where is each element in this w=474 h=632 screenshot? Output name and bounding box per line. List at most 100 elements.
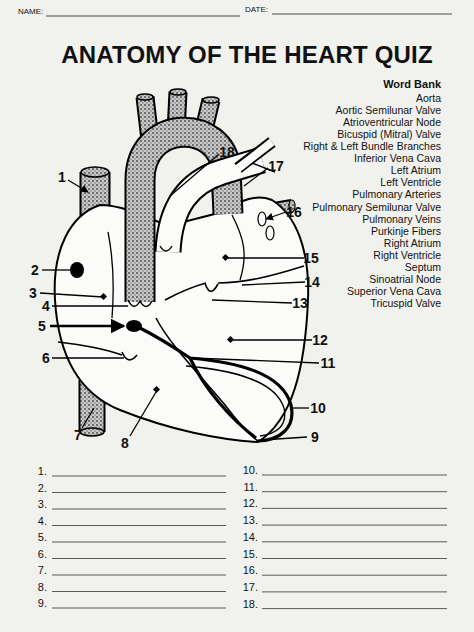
leader-marker [227,336,234,343]
answer-number: 10. [243,465,258,476]
chamber-wall [108,232,113,318]
sa-node [70,262,84,278]
vessel-opening [137,94,153,100]
word-bank-term: Pulmonary Semilunar Valve [312,201,441,212]
vessel-opening [203,97,219,103]
answer-number: 3. [38,499,47,510]
vein-opening [258,212,266,226]
leader-line [52,357,124,358]
leader-line [212,300,292,303]
leader-marker [222,254,229,261]
bundle-branch [190,358,256,438]
callout-number: 7 [74,428,82,442]
leader-lines [40,154,319,440]
answer-number: 16. [243,565,258,576]
answer-number: 1. [38,466,47,477]
callout-number: 11 [321,356,336,370]
word-bank-term: Aorta [416,93,441,104]
callout-number: 10 [310,401,326,415]
leader-line [68,180,88,192]
septum-wall [156,318,258,441]
vein-opening [266,226,274,240]
pulmonary-trunk [168,160,262,252]
pulmonary-valve [160,246,172,251]
callout-number: 8 [121,436,129,450]
word-bank-term: Pulmonary Arteries [352,189,441,200]
header-field: DATE: [245,6,268,14]
leader-line [192,358,319,363]
answer-number: 8. [38,581,47,592]
pulmonary-trunk [168,160,262,252]
leader-marker [100,293,107,300]
answer-number: 13. [243,515,258,526]
leader-line [50,325,124,328]
word-bank-term: Bicuspid (Mitral) Valve [337,129,441,140]
chamber-wall [218,266,304,283]
leader-line [244,168,268,186]
answer-number: 14. [243,531,258,542]
aortic-valve [128,300,152,307]
pulmonary-artery [236,142,272,170]
leader-line [42,269,70,270]
tricuspid-valve [122,352,137,360]
word-bank-term: Purkinje Fibers [371,225,441,236]
word-bank-term: Left Atrium [391,165,441,176]
word-bank-term: Aortic Semilunar Valve [336,105,441,116]
leader-line [170,154,219,196]
leader-line [52,305,128,306]
answer-number: 5. [38,532,47,543]
chamber-wall [58,342,122,355]
bundle-branch [140,328,292,441]
answer-number: 9. [38,598,47,609]
word-bank-term: Septum [405,262,441,273]
word-bank-term: Pulmonary Veins [362,213,441,224]
answer-number: 2. [38,482,47,493]
vessel-opening [170,89,186,95]
answer-number: 17. [243,581,258,592]
mitral-valve [205,283,218,291]
leader-line [82,408,94,428]
leader-line [292,407,309,408]
callout-number: 14 [304,275,320,289]
callout-number: 6 [42,351,50,365]
answer-line [52,476,226,608]
leader-marker [153,386,160,393]
word-bank-term: Atrioventricular Node [343,117,441,128]
callout-number: 18 [219,145,235,159]
callout-number: 12 [312,333,328,347]
quiz-title: ANATOMY OF THE HEART QUIZ [61,43,433,67]
word-bank-term: Left Ventricle [380,177,441,188]
leader-line [227,257,304,258]
av-node [126,320,142,332]
leader-line [266,212,286,219]
callout-number: 5 [38,319,46,333]
header-line [46,14,452,16]
word-bank-term: Tricuspid Valve [370,298,441,309]
word-bank-term: Superior Vena Cava [347,286,441,297]
callout-number: 17 [268,159,284,173]
word-bank-term: Sinoatrial Node [369,274,441,285]
answer-number: 4. [38,515,47,526]
word-bank-term: Right Atrium [384,237,441,248]
chamber-wall [165,283,206,300]
callout-number: 3 [29,286,37,300]
word-bank-term: Right & Left Bundle Branches [303,141,441,152]
leader-markers [100,254,234,393]
leader-line [232,339,312,340]
callout-number: 4 [42,299,50,313]
word-bank-term: Right Ventricle [373,250,441,261]
answer-number: 12. [243,498,258,509]
heart [55,89,309,442]
header-field: NAME: [18,8,43,16]
answer-number: 7. [38,565,47,576]
callout-number: 9 [311,430,319,444]
answer-line [262,475,447,609]
callout-number: 2 [31,263,39,277]
chamber-wall [232,215,244,280]
vessel-opening [81,167,109,177]
leader-line [262,437,307,440]
answer-number: 6. [38,548,47,559]
word-bank-heading: Word Bank [383,79,441,90]
